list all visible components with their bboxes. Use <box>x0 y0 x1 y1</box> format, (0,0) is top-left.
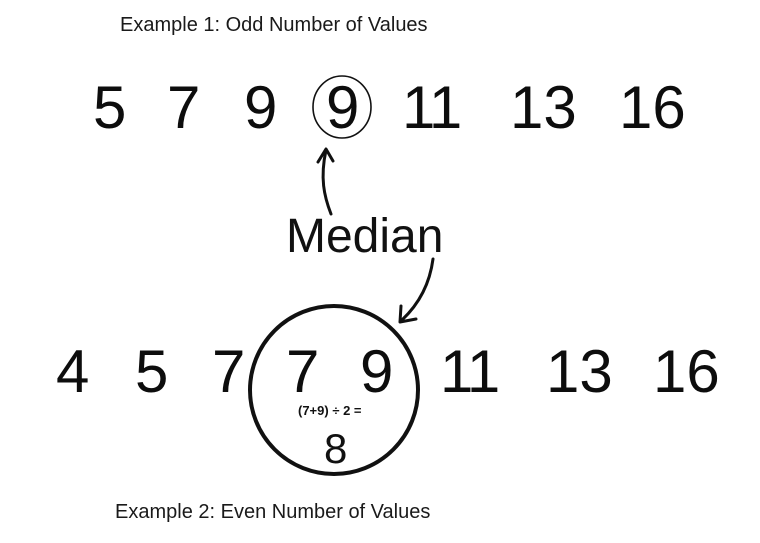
median-result: 8 <box>324 425 348 472</box>
value: 11 <box>402 74 462 141</box>
value: 9 <box>244 74 278 141</box>
example-1-title: Example 1: Odd Number of Values <box>120 14 428 36</box>
example-2-title: Example 2: Even Number of Values <box>115 501 431 523</box>
middle-value: 9 <box>360 338 394 405</box>
value: 13 <box>510 74 577 141</box>
value: 5 <box>93 74 127 141</box>
value: 11 <box>440 338 500 405</box>
median-label: Median <box>286 210 444 263</box>
middle-values-circle-icon <box>248 304 420 476</box>
value: 7 <box>167 74 201 141</box>
value: 4 <box>56 338 90 405</box>
value: 13 <box>546 338 613 405</box>
middle-value: 7 <box>286 338 320 405</box>
value: 16 <box>619 74 686 141</box>
value: 16 <box>653 338 720 405</box>
median-circle-icon <box>312 75 372 139</box>
value: 5 <box>135 338 169 405</box>
value: 7 <box>212 338 246 405</box>
median-formula: (7+9) ÷ 2 = <box>298 403 362 418</box>
arrow-down-icon <box>398 257 435 324</box>
median-value: 9 <box>326 74 360 141</box>
arrow-up-icon <box>316 147 335 216</box>
